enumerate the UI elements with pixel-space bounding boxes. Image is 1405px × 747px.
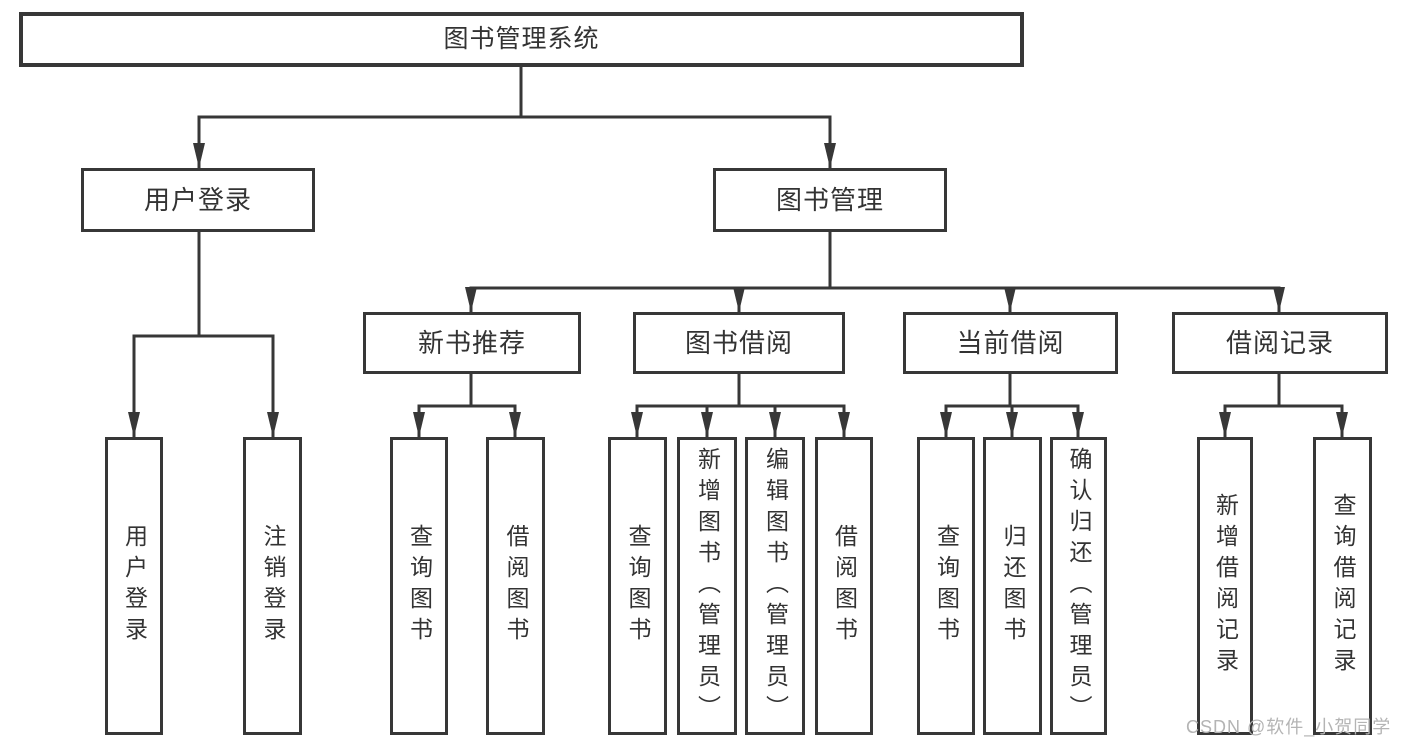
leaf-add-borrow-record: 新增借阅记录: [1197, 437, 1253, 735]
node-book-management: 图书管理: [713, 168, 947, 232]
node-book-borrowing: 图书借阅: [633, 312, 845, 374]
leaf-borrow-books-recommend: 借阅图书: [486, 437, 545, 735]
leaf-confirm-return-admin: 确认归还（管理员）: [1050, 437, 1107, 735]
leaf-return-books: 归还图书: [983, 437, 1042, 735]
node-root-system: 图书管理系统: [19, 12, 1024, 67]
leaf-query-books-recommend: 查询图书: [390, 437, 448, 735]
leaf-query-books-borrowing: 查询图书: [608, 437, 667, 735]
node-borrow-records: 借阅记录: [1172, 312, 1388, 374]
leaf-logout: 注销登录: [243, 437, 302, 735]
leaf-borrow-books: 借阅图书: [815, 437, 873, 735]
leaf-query-books-current: 查询图书: [917, 437, 975, 735]
leaf-add-books-admin: 新增图书（管理员）: [677, 437, 737, 735]
leaf-query-borrow-record: 查询借阅记录: [1313, 437, 1372, 735]
node-current-borrowing: 当前借阅: [903, 312, 1118, 374]
csdn-watermark: CSDN @软件_小贺同学: [1186, 717, 1392, 737]
leaf-edit-books-admin: 编辑图书（管理员）: [745, 437, 805, 735]
node-new-book-recommend: 新书推荐: [363, 312, 581, 374]
node-user-login: 用户登录: [81, 168, 315, 232]
leaf-user-login: 用户登录: [105, 437, 163, 735]
